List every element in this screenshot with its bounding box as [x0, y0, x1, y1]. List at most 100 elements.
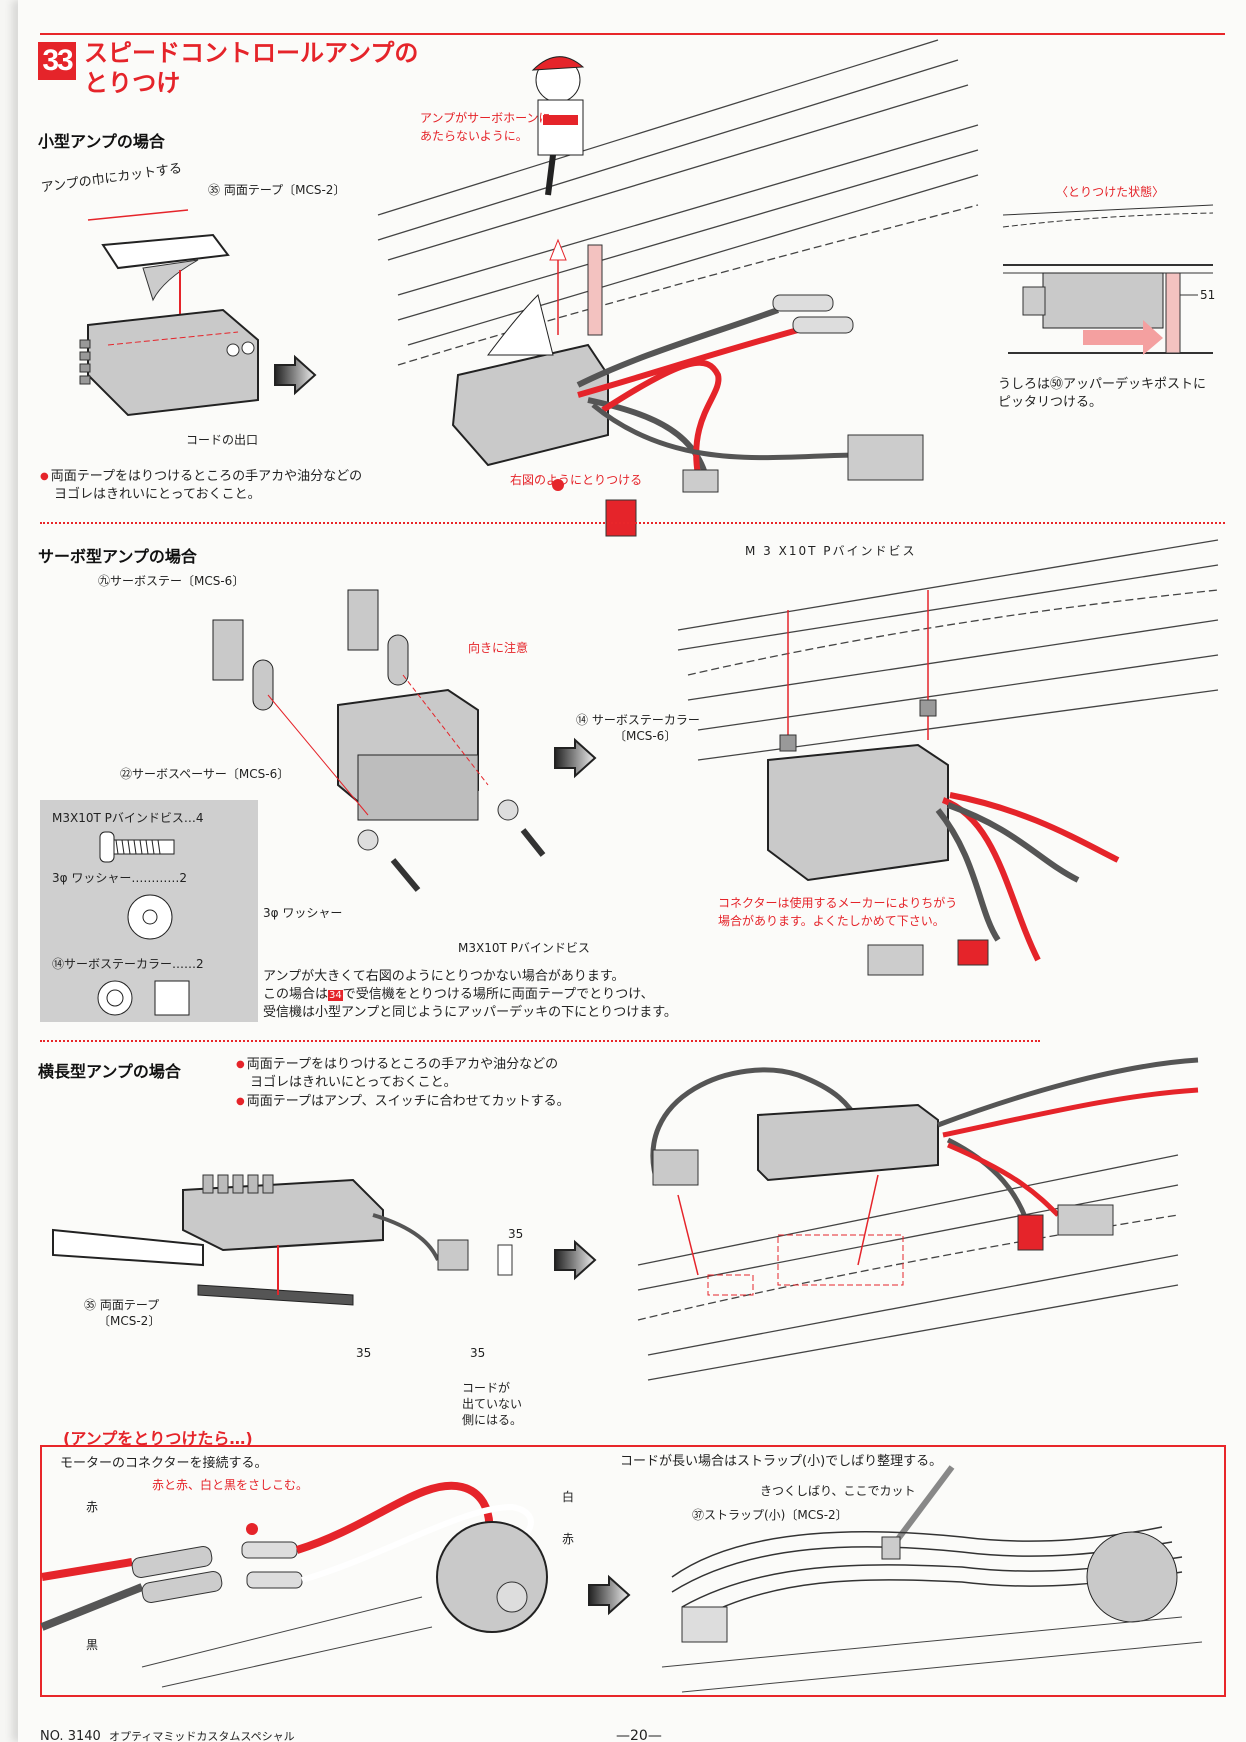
cord-note: コードが長い場合はストラップ(小)でしばり整理する。 [620, 1454, 943, 1469]
servo-stay-label: ㊈サーボステー〔MCS-6〕 [98, 574, 245, 588]
collar-label-line-1: ⑭ サーボステーカラー [576, 713, 700, 727]
tape-label-line-2: 〔MCS-2〕 [98, 1314, 161, 1328]
small-amp-note-line-1: 両面テープをはりつけるところの手アカや油分などの [40, 468, 362, 487]
tape-label-line-1: ㉟ 両面テープ [84, 1298, 160, 1312]
receiver-plug [1017, 1214, 1044, 1251]
washer-label: 3φ ワッシャー [263, 906, 343, 920]
installed-note-line-2: ピッタリつける。 [998, 395, 1103, 410]
heading-servo-amp: サーボ型アンプの場合 [38, 547, 197, 566]
switch-cable [650, 1067, 861, 1186]
page-number: —20— [616, 1728, 662, 1742]
servo-spacer-label: ㉒サーボスペーサー〔MCS-6〕 [120, 767, 290, 781]
tape-outline [107, 331, 239, 346]
installed-state-illustration [1002, 204, 1214, 355]
screw-label-right: M 3 X10T Pバインドビス [745, 544, 917, 558]
servo-spacer-right [387, 634, 409, 686]
switch-place-arrow [677, 1194, 699, 1276]
tape-piece-side [497, 1244, 513, 1276]
small-amp-note-line-2: ヨゴレはきれいにとっておくこと。 [54, 487, 261, 502]
wire-red-2 [601, 359, 722, 476]
label-black: 黒 [86, 1638, 99, 1652]
switch-cable [372, 1213, 440, 1261]
large-amp-note-line-3: 受信機は小型アンプと同じようにアッパーデッキの下にとりつけます。 [263, 1005, 677, 1020]
motor-right [1086, 1531, 1178, 1623]
side-note-line-2: 出ていない [462, 1397, 523, 1411]
heading-after-amp: (アンプをとりつけたら…) [63, 1429, 253, 1448]
motor-note: モーターのコネクターを接続する。 [60, 1456, 268, 1471]
push-arrow-icon [1083, 320, 1163, 355]
small-amp-body [87, 308, 259, 417]
long-amp-note1-line-1: 両面テープをはりつけるところの手アカや油分などの [236, 1056, 558, 1075]
model-number: NO. 3140 [40, 1729, 101, 1742]
direction-note: 向きに注意 [468, 641, 529, 655]
installed-note-line-1: うしろは㊿アッパーデッキポストに [998, 377, 1207, 392]
long-amp-note2: 両面テープはアンプ、スイッチに合わせてカットする。 [236, 1093, 570, 1112]
trim-knob-2 [241, 341, 255, 355]
mascot-illustration [531, 56, 585, 196]
section-divider-2 [40, 1040, 1040, 1042]
heading-small-amp: 小型アンプの場合 [38, 132, 165, 151]
upper-deck-post [1165, 272, 1181, 354]
servo-amp-mounted [767, 743, 949, 882]
servo-amp-exploded-illustration [212, 589, 546, 892]
wire-bundling-illustration [661, 1465, 1203, 1693]
part-screw-name: M3X10T Pバインドビス [52, 811, 184, 825]
servo-spacer-left [252, 659, 274, 711]
collar-right [919, 699, 937, 717]
part-collar-qty: 2 [196, 957, 204, 971]
strap-lock [881, 1536, 901, 1560]
cord-exit-label: コードの出口 [186, 433, 259, 447]
tape-peel [486, 294, 554, 356]
switch-tape-outline [707, 1274, 754, 1296]
down-arrow-icon [246, 1523, 258, 1535]
male-connector-white [246, 1571, 303, 1589]
step-ref-badge[interactable]: 34 [328, 990, 343, 1001]
heatsink-fins-icon [79, 339, 91, 385]
wire-black-2 [946, 802, 1080, 883]
up-arrow-icon [552, 479, 564, 491]
screw-label: M3X10T Pバインドビス [458, 941, 590, 955]
deck-lines [637, 1154, 1179, 1381]
tape-position-outline [777, 1234, 904, 1286]
female-connector-red [131, 1545, 213, 1579]
screw-icon [99, 831, 175, 863]
part-washer: 3φ ワッシャー…………2 [52, 871, 188, 885]
wire-black-1 [576, 307, 780, 388]
cut-width-arrow [87, 209, 189, 221]
installed-state-title: 〈とりつけた状態〉 [1056, 185, 1165, 199]
screw-1 [390, 858, 421, 892]
mascot-note-line-1: アンプがサーボホーンに [420, 111, 551, 125]
switch-installed [1022, 286, 1046, 316]
male-connector-red [241, 1541, 298, 1559]
label-red-left: 赤 [86, 1500, 99, 1514]
motor-white-wire [301, 1503, 534, 1583]
switch-unit [847, 434, 924, 481]
motor-connection-illustration [40, 1481, 548, 1688]
attach-note: 右図のようにとりつける [510, 473, 643, 487]
screw-2 [520, 828, 546, 857]
part-screw-qty: 4 [195, 811, 204, 825]
small-amp-mounted [451, 343, 609, 467]
connector-pins [202, 1174, 274, 1194]
tape-label: ㉟ 両面テープ〔MCS-2〕 [208, 183, 346, 197]
washer-icon [127, 894, 173, 940]
long-amp-mounted [757, 1103, 939, 1182]
large-amp-note-line-2: この場合は34で受信機をとりつける場所に両面テープでとりつけ、 [263, 986, 654, 1005]
chassis-lines [661, 1616, 1203, 1693]
footer-model: NO. 3140 オプティマミッドカスタムスペシャル [40, 1728, 295, 1742]
callout-35-c: 35 [508, 1227, 524, 1241]
after-amp-box: モーターのコネクターを接続する。 赤と赤、白と黒をさしこむ。 赤 黒 白 赤 コ… [40, 1445, 1226, 1697]
motor-shaft [496, 1581, 528, 1613]
next-arrow-icon [554, 1239, 597, 1281]
connector-note-line-2: 場合があります。よくたしかめて下さい。 [718, 914, 945, 928]
step-number-badge: 33 [38, 42, 76, 80]
part-collar-name: ⑭サーボステーカラー [52, 957, 173, 971]
title-line-1: スピードコントロールアンプの [84, 39, 419, 67]
model-name: オプティマミッドカスタムスペシャル [109, 1730, 295, 1742]
title-line-2: とりつけ [84, 69, 181, 97]
washer-2 [497, 799, 519, 821]
next-arrow-icon [588, 1574, 631, 1616]
deck-post [587, 244, 603, 336]
battery-connector [682, 469, 719, 493]
female-connector-black [141, 1570, 223, 1604]
